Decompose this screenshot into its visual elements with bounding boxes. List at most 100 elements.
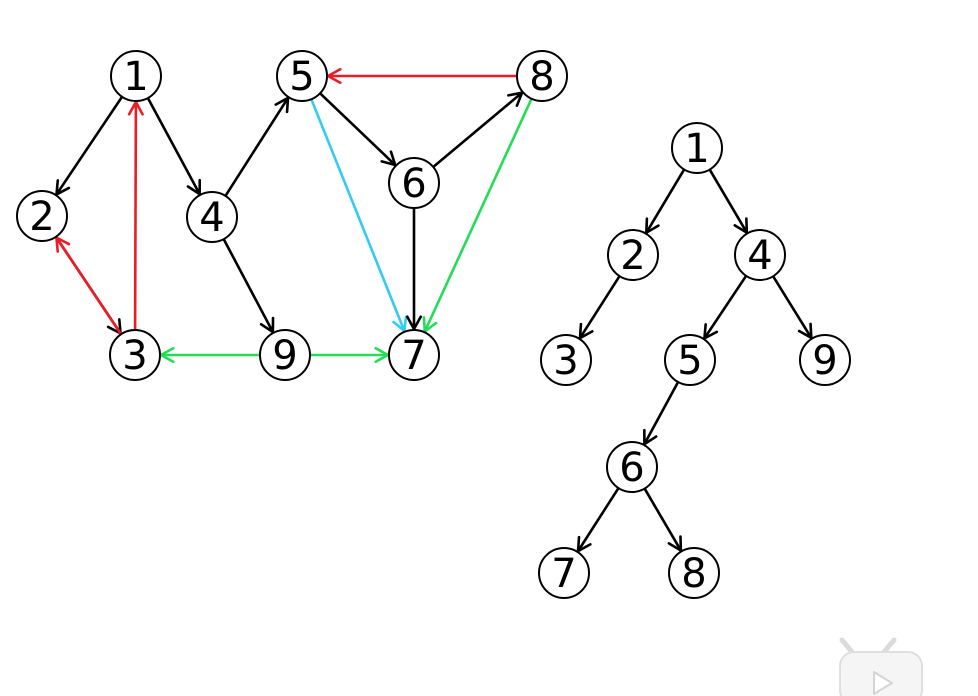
tree-edge-2-3 [578, 274, 621, 340]
graph-edge-5-7-line [310, 97, 406, 333]
tree-edge-1-2 [645, 168, 686, 234]
graph-node-4-circle [186, 191, 238, 243]
graph-edge-1-2-line [55, 95, 124, 196]
tree-node-8: 8 [668, 547, 720, 599]
tree-node-6: 6 [606, 441, 658, 493]
graph-edge-1-4-arrowhead [186, 178, 202, 196]
graph-edge-1-2 [55, 95, 124, 196]
graph-node-8-circle [516, 50, 568, 102]
graph-edge-9-7 [308, 346, 390, 364]
graph-edge-5-7 [310, 97, 408, 333]
graph-node-8: 8 [516, 50, 568, 102]
tree-node-8-circle [668, 547, 720, 599]
tree-edge-4-5-line [703, 274, 748, 340]
tree-edge-1-2-line [645, 168, 686, 234]
tree-node-9-circle [799, 334, 851, 386]
graph-edge-4-5 [224, 96, 290, 198]
graph-node-6: 6 [388, 157, 440, 209]
tree-node-3: 3 [540, 334, 592, 386]
tree-edge-6-7 [576, 486, 620, 553]
graph-node-7-circle [388, 329, 440, 381]
tree-edge-2-3-arrowhead [578, 322, 594, 340]
graph-node-9: 9 [259, 329, 311, 381]
tree-node-6-circle [606, 441, 658, 493]
graph-node-3: 3 [109, 329, 161, 381]
tree-node-5-circle [664, 334, 716, 386]
graph-node-6-label: 6 [401, 161, 426, 207]
tree-edge-2-3-line [578, 274, 621, 340]
tree-edge-6-8 [643, 487, 683, 552]
graph-node-8-label: 8 [529, 54, 554, 100]
tree-edge-5-6-line [643, 380, 680, 446]
graph-edge-1-4-line [146, 96, 201, 196]
tree-edge-1-4-line [708, 168, 749, 234]
graph-edge-1-4 [146, 96, 202, 196]
graph-node-7: 7 [388, 329, 440, 381]
graph-node-3-circle [109, 329, 161, 381]
tree-node-1-circle [671, 122, 723, 174]
tree-node-7-circle [538, 547, 590, 599]
tree-node-9: 9 [799, 334, 851, 386]
graph-node-3-label: 3 [122, 333, 147, 379]
graph-edge-8-7-arrowhead [422, 316, 438, 333]
tree-edge-4-9-arrowhead [797, 322, 813, 340]
graph-edge-3-1-line [133, 100, 138, 332]
graph-edge-9-3 [159, 346, 262, 364]
graph-node-5: 5 [276, 50, 328, 102]
tree-edge-4-9-line [771, 274, 813, 340]
tree-node-5: 5 [664, 334, 716, 386]
graph-node-9-label: 9 [272, 333, 297, 379]
tree-edge-4-9 [771, 274, 813, 340]
tree-edge-6-7-line [576, 486, 620, 553]
graph-edge-3-2-line [55, 236, 123, 336]
graph-node-1-circle [110, 50, 162, 102]
tree-node-5-label: 5 [677, 338, 702, 384]
graph-node-6-circle [388, 157, 440, 209]
tree-node-4-label: 4 [747, 233, 772, 279]
graph-edge-6-8-line [431, 91, 524, 169]
tree-node-7: 7 [538, 547, 590, 599]
graph-edge-6-8 [431, 91, 524, 169]
graph-edge-8-7 [422, 97, 533, 333]
graph-edge-5-6-arrowhead [380, 150, 397, 167]
graph-node-4-label: 4 [199, 195, 224, 241]
graph-node-5-label: 5 [289, 54, 314, 100]
tree-node-3-label: 3 [553, 338, 578, 384]
graph-edge-4-9-line [222, 237, 275, 334]
tree-nodes: 1 2 4 3 5 9 6 7 8 [538, 122, 851, 599]
graph-node-1: 1 [110, 50, 162, 102]
tree-node-7-label: 7 [551, 551, 576, 597]
graph-node-1-label: 1 [123, 54, 148, 100]
graph-node-4: 4 [186, 191, 238, 243]
tree-edge-6-8-line [643, 487, 683, 552]
graph-node-5-circle [276, 50, 328, 102]
graph-node-9-circle [259, 329, 311, 381]
tree-node-3-circle [540, 334, 592, 386]
graph-node-2-circle [16, 190, 68, 242]
tree-node-2-circle [607, 229, 659, 281]
graph-edge-8-7-line [423, 97, 533, 333]
graph-edge-5-7-arrowhead [392, 315, 408, 333]
tree-node-4: 4 [734, 229, 786, 281]
tree-node-1-label: 1 [684, 126, 709, 172]
tree-edge-5-6 [643, 380, 680, 446]
graph-edges [54, 67, 533, 364]
tree-edge-4-5 [703, 274, 748, 340]
graph-edge-4-9 [222, 237, 275, 334]
tree-edge-1-4 [708, 168, 749, 234]
tree-node-2-label: 2 [620, 233, 645, 279]
graph-edge-8-5 [326, 67, 519, 85]
graph-node-7-label: 7 [401, 333, 426, 379]
tree-node-9-label: 9 [812, 338, 837, 384]
video-logo-icon [839, 637, 923, 696]
graph-edge-3-2 [55, 236, 123, 336]
graph-edge-1-2-arrowhead [55, 179, 71, 196]
graph-edge-4-9-arrowhead [259, 316, 275, 334]
graph-edge-3-1 [127, 100, 144, 332]
tree-node-4-circle [734, 229, 786, 281]
graph-edge-5-6 [318, 91, 397, 167]
tree-node-8-label: 8 [681, 551, 706, 597]
tree-node-1: 1 [671, 122, 723, 174]
